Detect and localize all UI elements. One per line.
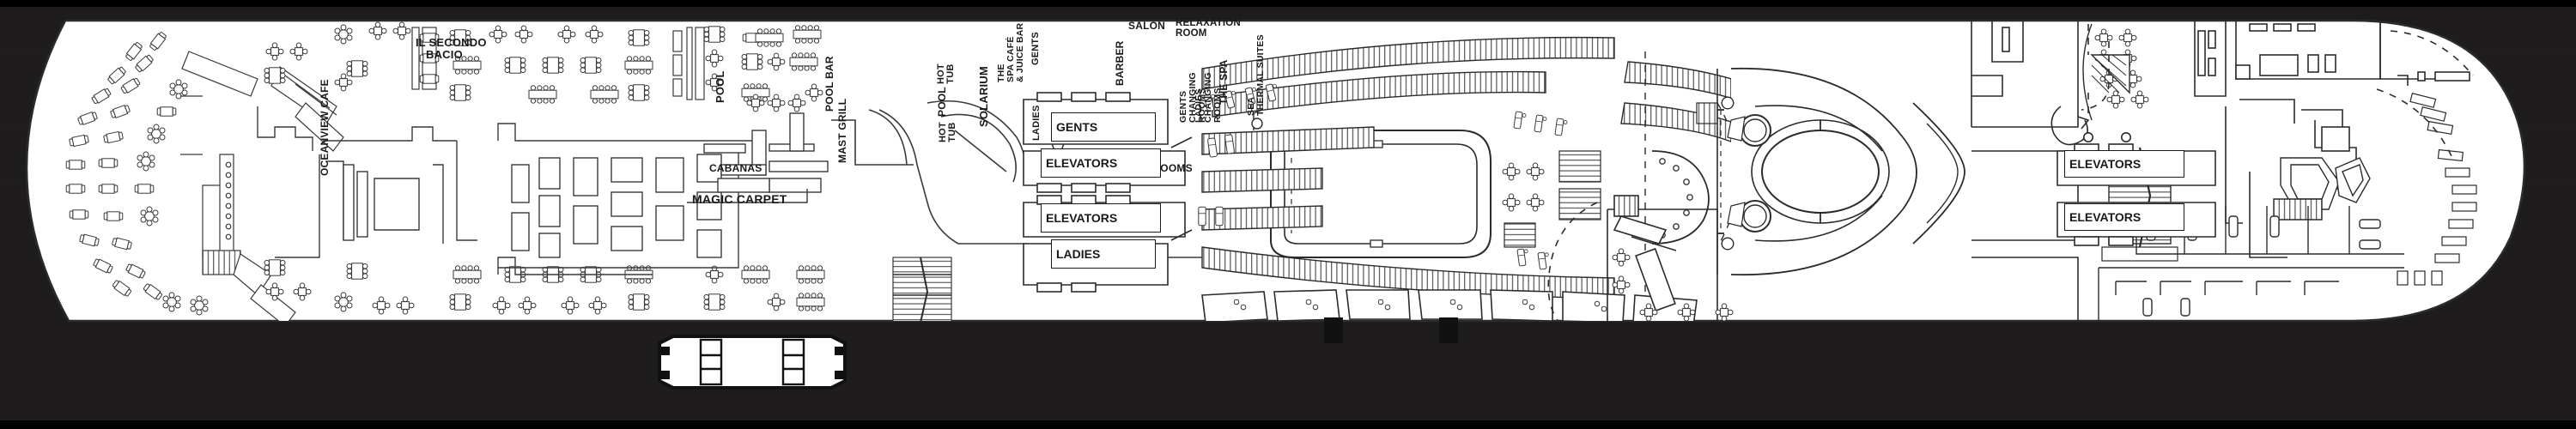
spa-block (1971, 21, 2477, 321)
label-sea-thermal-suites: SEA THERMAL SUITES (1246, 34, 1266, 116)
deck-contents (65, 21, 2477, 321)
label-salon: SALON (1128, 20, 1165, 32)
top-letterbox-bar (0, 0, 2576, 7)
label-barber: BARBER (1114, 40, 1126, 86)
label-the-spa: THE SPA (1218, 59, 1230, 105)
label-pool-bar: POOL BAR (823, 56, 835, 112)
facility-box-ladies-mid[interactable]: LADIES (1051, 239, 1156, 269)
label-hot-tub-lower: HOT TUB (938, 122, 958, 142)
facility-box-label: ELEVATORS (1046, 211, 1118, 225)
spiral-stair (2090, 54, 2130, 94)
label-magic-carpet: MAGIC CARPET (692, 192, 787, 206)
spa-circulation (2050, 24, 2110, 146)
pool-bar-area (1651, 102, 1718, 245)
midship-stairs (892, 257, 952, 321)
label-hot-tub-upper: HOT TUB (936, 63, 957, 84)
facility-box-label: ELEVATORS (2069, 210, 2142, 224)
galley-block (497, 123, 756, 275)
facility-box-gents-mid[interactable]: GENTS (1051, 112, 1156, 142)
facility-box-elevators-fwd[interactable]: ELEVATORS (1041, 148, 1161, 178)
label-gents-spa: GENTS (1030, 32, 1041, 65)
oceanview-cafe-area (65, 30, 344, 321)
cabanas-strip (1201, 289, 1698, 321)
oceanview-tables (264, 21, 825, 315)
facility-box-label: ELEVATORS (2069, 157, 2142, 171)
label-bacio: BACIO (426, 48, 463, 61)
mast-grill-area (1547, 195, 1734, 321)
label-spa-cafe-juice-bar: THE SPA CAFÉ & JUICE BAR (996, 22, 1025, 82)
facility-box-label: LADIES (1056, 247, 1101, 261)
solarium-area (1716, 23, 2149, 276)
label-pool-main: POOL (714, 70, 726, 103)
label-pool-solarium: POOL (936, 87, 948, 117)
il-secondo-bacio-area (687, 94, 829, 203)
label-solarium: SOLARIUM (977, 66, 990, 127)
lower-sunbed-rows (1201, 246, 1615, 299)
forward-partitions (257, 106, 477, 258)
label-oceanview-cafe: OCEANVIEW CAFE (319, 79, 331, 176)
label-relaxation-room: RELAXATION ROOM (1176, 18, 1241, 39)
bottom-letterbox-bar (0, 420, 2576, 429)
facility-box-label: ELEVATORS (1046, 156, 1118, 170)
label-mast-grill: MAST GRILL (836, 98, 848, 163)
facility-box-elevators-aft2[interactable]: ELEVATORS (2064, 203, 2184, 231)
facility-box-label: GENTS (1056, 120, 1098, 134)
pool-deck (1197, 36, 1770, 299)
label-il-secondo: IL SECONDO (416, 36, 487, 49)
facility-box-elevators-mid[interactable]: ELEVATORS (1041, 203, 1161, 233)
label-cabanas: CABANAS (709, 162, 762, 174)
upper-sunbed-rows (1201, 36, 1770, 231)
label-ladies-spa: LADIES (1031, 105, 1042, 141)
facility-box-elevators-aft1[interactable]: ELEVATORS (2064, 150, 2184, 178)
